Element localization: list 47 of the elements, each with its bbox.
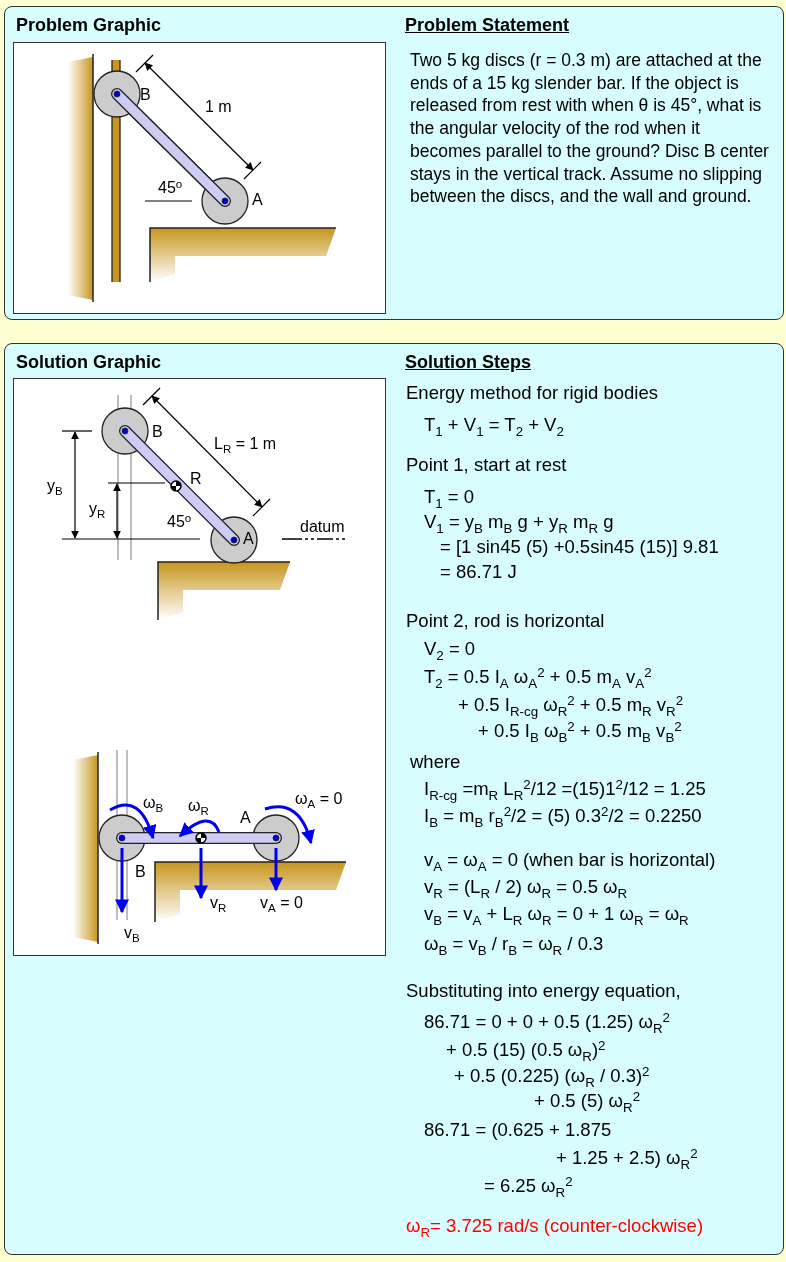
equation-line: + 0.5 (0.225) (ω$_{R}$ / 0.3)$^{2}$ bbox=[454, 1065, 650, 1087]
section-heading: Problem Graphic bbox=[16, 15, 162, 35]
equation-line: T$_{1}$ = 0 bbox=[424, 486, 475, 508]
point-label: R bbox=[190, 469, 202, 489]
equation-line: = 86.71 J bbox=[440, 561, 517, 583]
dimension-label: y$_{R}$ bbox=[89, 499, 106, 519]
problem-text: Two 5 kg discs (r = 0.3 m) are attached at the ends of a 15 kg slender bar. If the object is released from rest with when θ is 45°, what is the angular velocity of the rod when it becomes parallel to the ground? Disc B center stays in the vertical track. Assume no slipping between the discs, and the wall and ground. bbox=[410, 49, 770, 208]
equation-line: v$_{R}$ = (L$_{R}$ / 2) ω$_{R}$ = 0.5 ω$_{R}$ bbox=[424, 876, 628, 898]
equation-line: T$_{1}$ + V$_{1}$ = T$_{2}$ + V$_{2}$ bbox=[424, 414, 564, 436]
equation-line: = [1 sin45 (5) +0.5sin45 (15)] 9.81 bbox=[440, 536, 719, 558]
point-label: B bbox=[135, 862, 146, 882]
equation-line: v$_{B}$ = v$_{A}$ + L$_{R}$ ω$_{R}$ = 0 + 1 ω$_{R}$ = ω$_{R}$ bbox=[424, 903, 689, 925]
step-heading: Point 2, rod is horizontal bbox=[406, 610, 605, 632]
point-label: A bbox=[243, 529, 254, 549]
section-heading: Solution Graphic bbox=[16, 352, 161, 372]
angle-label: 45$^{o}$ bbox=[167, 512, 192, 532]
equation-line: V$_{2}$ = 0 bbox=[424, 638, 476, 660]
equation-line: v$_{A}$ = ω$_{A}$ = 0 (when bar is horizontal) bbox=[424, 849, 716, 871]
equation-line: ω$_{B}$ = v$_{B}$ / r$_{B}$ = ω$_{R}$ / 0.3 bbox=[424, 933, 604, 955]
equation-line: V$_{1}$ = y$_{B}$ m$_{B}$ g + y$_{R}$ m$_{R}$ g bbox=[424, 511, 614, 533]
point-label: B bbox=[152, 422, 163, 442]
equation-line: + 0.5 (15) (0.5 ω$_{R}$)$^{2}$ bbox=[446, 1039, 606, 1061]
step-heading: where bbox=[410, 751, 461, 773]
dimension-label: 1 m bbox=[205, 97, 232, 117]
panel bbox=[4, 343, 784, 1255]
angle-label: 45$^{o}$ bbox=[158, 178, 183, 198]
velocity-label: v$_{A}$ = 0 bbox=[260, 893, 303, 913]
step-heading: Substituting into energy equation, bbox=[406, 980, 681, 1002]
equation-line: 86.71 = (0.625 + 1.875 bbox=[424, 1119, 612, 1141]
step-heading: Energy method for rigid bodies bbox=[406, 382, 658, 404]
result-line: ω$_{R}$= 3.725 rad/s (counter-clockwise) bbox=[406, 1215, 704, 1237]
dimension-label: L$_{R}$ = 1 m bbox=[214, 434, 277, 454]
angular-velocity-label: ω$_{B}$ bbox=[143, 793, 164, 813]
panel bbox=[4, 6, 784, 320]
section-heading: Solution Steps bbox=[405, 352, 531, 372]
point-label: A bbox=[252, 190, 263, 210]
point-label: B bbox=[140, 85, 151, 105]
datum-label: datum bbox=[300, 517, 345, 537]
section-heading: Problem Statement bbox=[405, 15, 570, 35]
angular-velocity-label: ω$_{A}$ = 0 bbox=[295, 789, 343, 809]
angular-velocity-label: ω$_{R}$ bbox=[188, 796, 209, 816]
equation-line: I$_{B}$ = m$_{B}$ r$_{B}$$^{2}$/2 = (5) 0.3$^{2}$/2 = 0.2250 bbox=[424, 805, 702, 827]
point-label: A bbox=[240, 808, 251, 828]
dimension-label: y$_{B}$ bbox=[47, 476, 63, 496]
step-heading: Point 1, start at rest bbox=[406, 454, 567, 476]
velocity-label: v$_{B}$ bbox=[124, 923, 140, 943]
velocity-label: v$_{R}$ bbox=[210, 893, 227, 913]
